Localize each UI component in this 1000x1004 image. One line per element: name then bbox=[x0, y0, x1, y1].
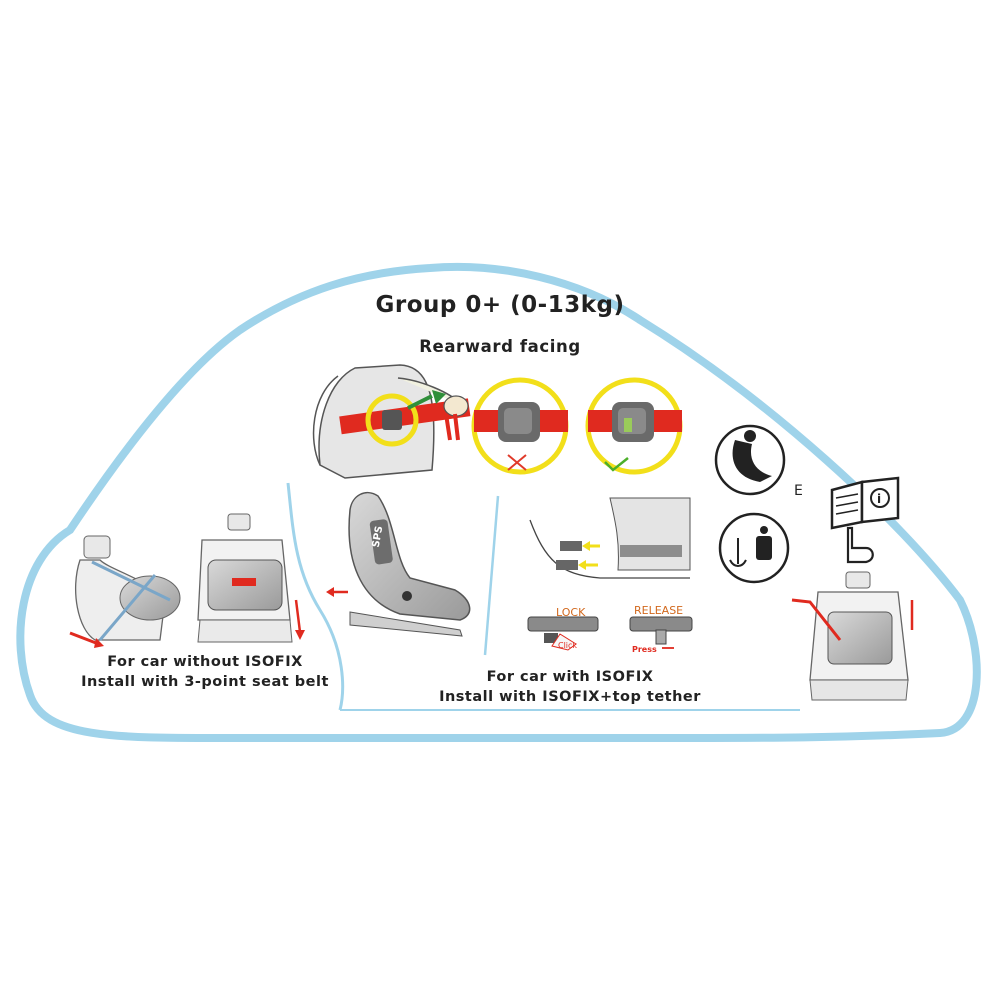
press-label: Press bbox=[632, 645, 657, 654]
click-label: Click bbox=[558, 641, 577, 650]
page-subtitle: Rearward facing bbox=[419, 337, 581, 356]
left-caption: For car without ISOFIX Install with 3-po… bbox=[40, 652, 370, 692]
wrong-cross-icon bbox=[507, 454, 527, 471]
release-label: RELEASE bbox=[634, 604, 683, 617]
seat-belt-install-illustration bbox=[69, 535, 181, 648]
isofix-connector-illustration bbox=[529, 497, 691, 579]
isofix-anchor-icon bbox=[718, 512, 790, 584]
pointing-hand-icon bbox=[846, 526, 874, 564]
belt-tension-illustration bbox=[312, 364, 471, 479]
correct-check-icon bbox=[604, 457, 629, 472]
manual-book-icon bbox=[830, 476, 900, 530]
isofix-seat-side-illustration bbox=[326, 491, 471, 637]
page-title: Group 0+ (0-13kg) bbox=[375, 292, 625, 318]
middle-divider bbox=[483, 495, 500, 656]
wrong-buckle-illustration bbox=[471, 377, 569, 475]
info-mark: i bbox=[877, 492, 881, 506]
left-caption-line1: For car without ISOFIX bbox=[107, 654, 303, 670]
right-caption: For car with ISOFIX Install with ISOFIX+… bbox=[400, 667, 740, 707]
left-caption-line2: Install with 3-point seat belt bbox=[81, 674, 329, 690]
correct-buckle-illustration bbox=[585, 377, 683, 475]
left-panel-divider bbox=[286, 482, 345, 711]
lock-label: LOCK bbox=[556, 606, 586, 619]
right-caption-line2: Install with ISOFIX+top tether bbox=[439, 689, 701, 705]
e-mark: E bbox=[794, 483, 803, 499]
lock-release-illustration bbox=[527, 616, 693, 651]
top-tether-illustration bbox=[791, 571, 914, 701]
right-caption-line1: For car with ISOFIX bbox=[486, 669, 654, 685]
seat-logo: SPS bbox=[371, 525, 386, 548]
seat-icon bbox=[714, 424, 786, 496]
seat-front-belt-illustration bbox=[197, 513, 305, 643]
